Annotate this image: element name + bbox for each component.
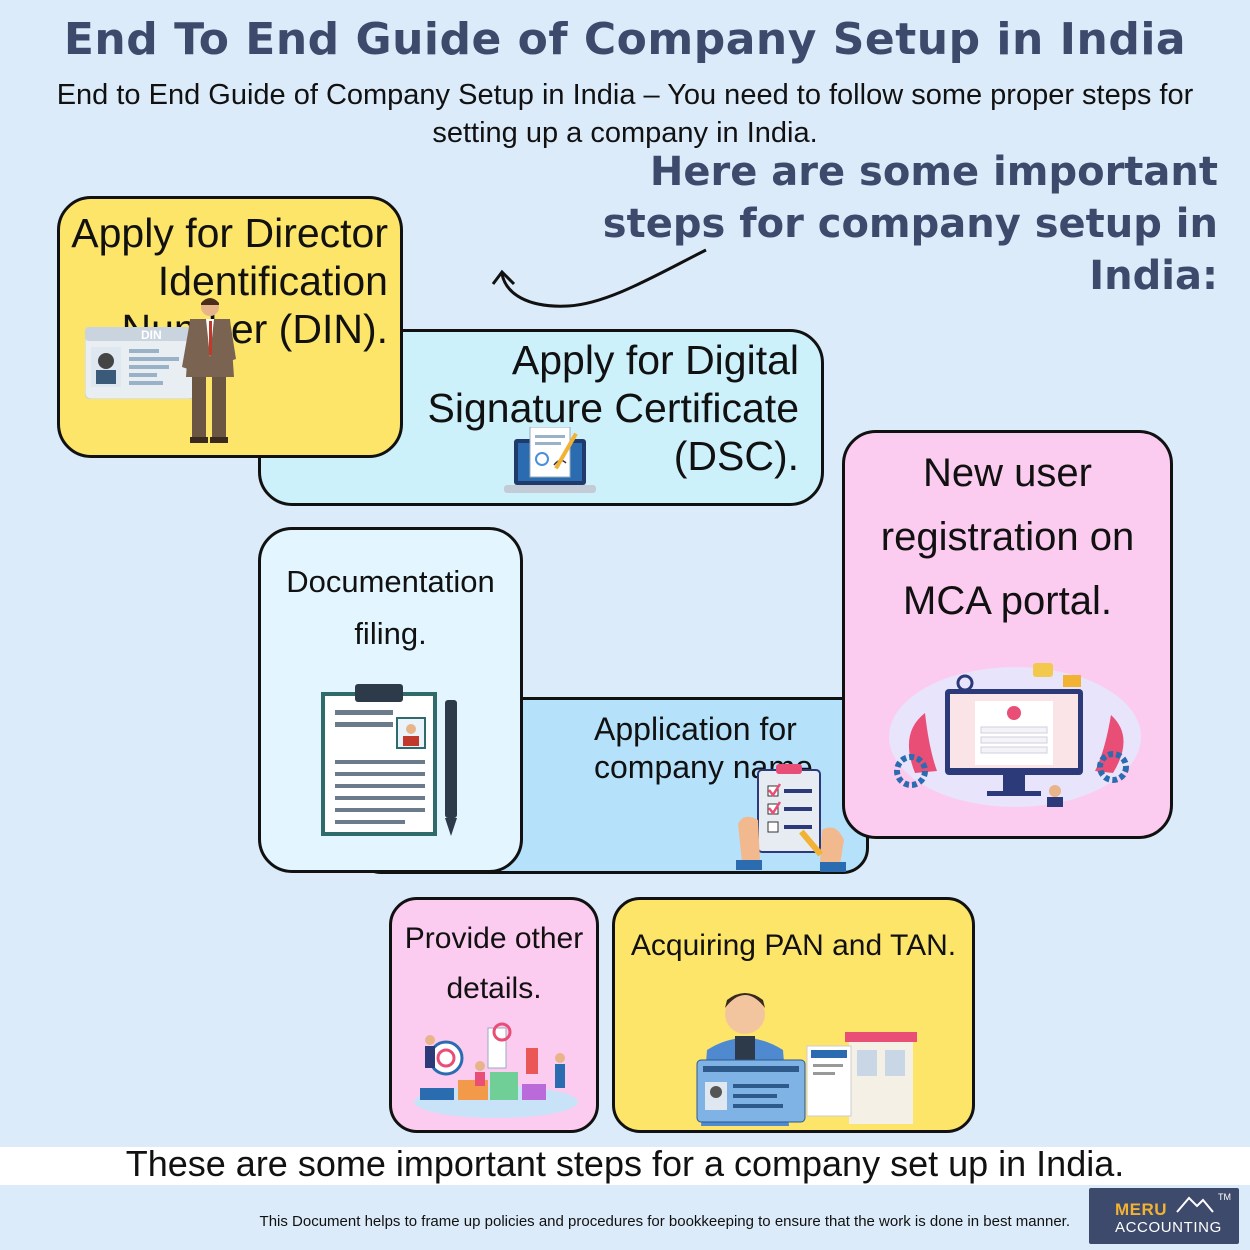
businessman-icon bbox=[182, 298, 236, 443]
mca-portal-icon bbox=[889, 663, 1141, 807]
step-mca-text: New user registration on MCA portal. bbox=[880, 451, 1135, 623]
steps-heading: Here are some important steps for compan… bbox=[520, 146, 1218, 302]
step-pan-text: Acquiring PAN and TAN. bbox=[630, 929, 957, 962]
pan-card-person-icon bbox=[696, 993, 917, 1126]
conclusion-text: These are some important steps for a com… bbox=[125, 1143, 1125, 1184]
step-card-din: Apply for Director Identification Number… bbox=[57, 196, 403, 458]
logo-line2: ACCOUNTING bbox=[1115, 1219, 1222, 1236]
footer-note: This Document helps to frame up policies… bbox=[259, 1213, 1070, 1230]
step-dsc-text: Apply for Digital Signature Certificate … bbox=[427, 337, 799, 479]
team-details-icon bbox=[414, 1022, 578, 1118]
page-subtitle: End to End Guide of Company Setup in Ind… bbox=[56, 79, 1194, 149]
checklist-icon bbox=[736, 764, 846, 872]
step-card-mca: New user registration on MCA portal. bbox=[842, 430, 1173, 839]
mountain-logo-icon bbox=[1176, 1196, 1214, 1213]
curved-arrow-icon bbox=[491, 248, 707, 308]
steps-heading-line2: steps for company setup in India: bbox=[602, 201, 1218, 299]
din-card-icon: DIN bbox=[85, 327, 195, 399]
step-other-text: Provide other details. bbox=[404, 922, 584, 1005]
meru-accounting-logo[interactable]: TM MERU ACCOUNTING bbox=[1089, 1188, 1239, 1244]
conclusion-band bbox=[0, 1147, 1250, 1185]
din-card-label: DIN bbox=[141, 328, 162, 342]
logo-trademark: TM bbox=[1218, 1192, 1231, 1202]
step-card-documentation: Documentation filing. bbox=[258, 527, 523, 873]
steps-heading-line1: Here are some important bbox=[649, 149, 1218, 195]
step-card-other-details: Provide other details. bbox=[389, 897, 599, 1133]
clipboard-pen-icon bbox=[321, 684, 457, 836]
logo-line1: MERU bbox=[1115, 1200, 1168, 1219]
page-title: End To End Guide of Company Setup in Ind… bbox=[63, 14, 1187, 65]
step-din-text: Apply for Director Identification Number… bbox=[71, 210, 388, 352]
step-card-pan-tan: Acquiring PAN and TAN. bbox=[612, 897, 975, 1133]
laptop-signature-icon bbox=[504, 427, 596, 493]
step-doc-text: Documentation filing. bbox=[286, 564, 495, 651]
